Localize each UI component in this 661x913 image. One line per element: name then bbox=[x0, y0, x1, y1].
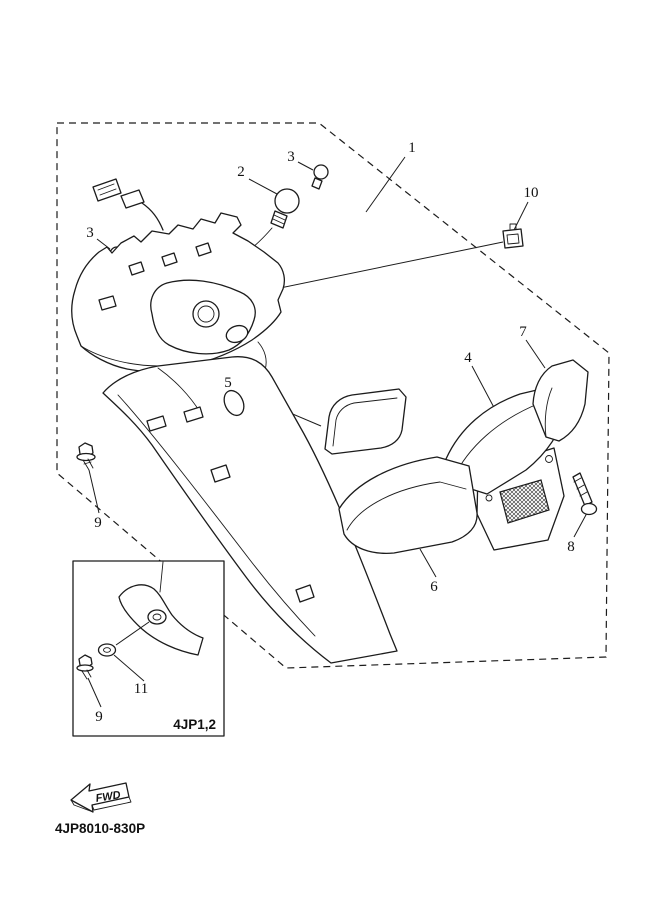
bolt-9 bbox=[76, 442, 96, 471]
taillight-bracket bbox=[71, 212, 285, 381]
clip-10 bbox=[502, 223, 524, 249]
callout-4: 4 bbox=[464, 350, 472, 366]
callout-3-upper: 3 bbox=[287, 149, 295, 165]
callout-10: 10 bbox=[524, 185, 539, 201]
inset-box bbox=[72, 560, 225, 737]
callout-9-left: 9 bbox=[94, 515, 102, 531]
callout-2: 2 bbox=[237, 164, 245, 180]
lens-body bbox=[338, 456, 478, 554]
cover-piece bbox=[324, 388, 407, 455]
inset-code: 4JP1,2 bbox=[173, 717, 216, 732]
reflector-grid bbox=[499, 479, 550, 524]
callout-5: 5 bbox=[224, 375, 232, 391]
callout-8: 8 bbox=[567, 539, 575, 555]
fwd-label: FWD bbox=[95, 789, 122, 805]
bulb-large bbox=[231, 188, 300, 264]
callout-11: 11 bbox=[134, 681, 148, 697]
callout-labels: 1 2 3 3 4 5 6 7 8 9 9 10 11 bbox=[86, 140, 575, 725]
callout-1: 1 bbox=[408, 140, 416, 156]
fwd-arrow: FWD bbox=[70, 782, 132, 813]
rear-fender bbox=[102, 356, 398, 664]
callout-3-left: 3 bbox=[86, 225, 94, 241]
boundary-dashed-outline bbox=[56, 122, 610, 669]
callout-6: 6 bbox=[430, 579, 438, 595]
bulb-small-upper bbox=[311, 164, 329, 190]
diagram-code: 4JP8010-830P bbox=[55, 821, 145, 836]
screw-8 bbox=[572, 472, 598, 516]
callout-7: 7 bbox=[519, 324, 527, 340]
callout-9-inset: 9 bbox=[95, 709, 103, 725]
corner-panel bbox=[532, 359, 589, 442]
wiring-connector bbox=[92, 178, 164, 231]
inset-washer-11 bbox=[97, 643, 117, 657]
